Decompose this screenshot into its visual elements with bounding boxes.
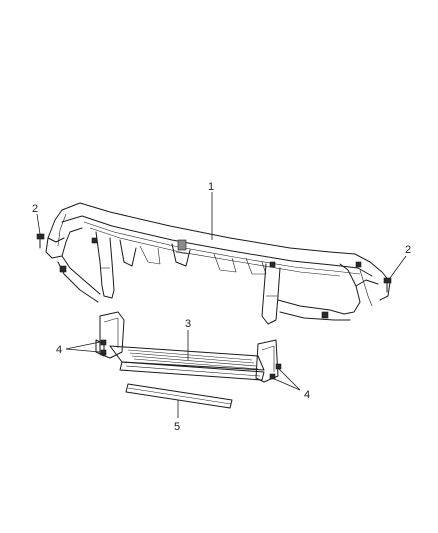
callout-2-right: 2 <box>405 244 411 256</box>
callout-4-left: 4 <box>56 344 62 356</box>
leader-4-left-a <box>65 341 101 350</box>
leader-4-right-b <box>271 377 301 391</box>
bolt-right <box>383 277 392 293</box>
leader-4-right-a <box>277 367 301 391</box>
callout-4-right: 4 <box>304 389 310 401</box>
leader-4-left-b <box>65 348 101 353</box>
leader-lines <box>36 192 407 418</box>
callout-2-left: 2 <box>32 203 38 215</box>
lower-crossmember <box>95 311 282 383</box>
radiator-closure-panel <box>45 202 391 325</box>
callout-3: 3 <box>185 318 191 330</box>
seal-strip <box>125 383 233 409</box>
callout-5: 5 <box>174 421 180 433</box>
bolt-left <box>36 233 45 249</box>
leader-2-left <box>36 213 41 235</box>
callout-1: 1 <box>208 181 214 193</box>
callout-labels: 1 2 2 3 4 4 5 <box>32 181 411 433</box>
leader-2-right <box>389 255 407 279</box>
